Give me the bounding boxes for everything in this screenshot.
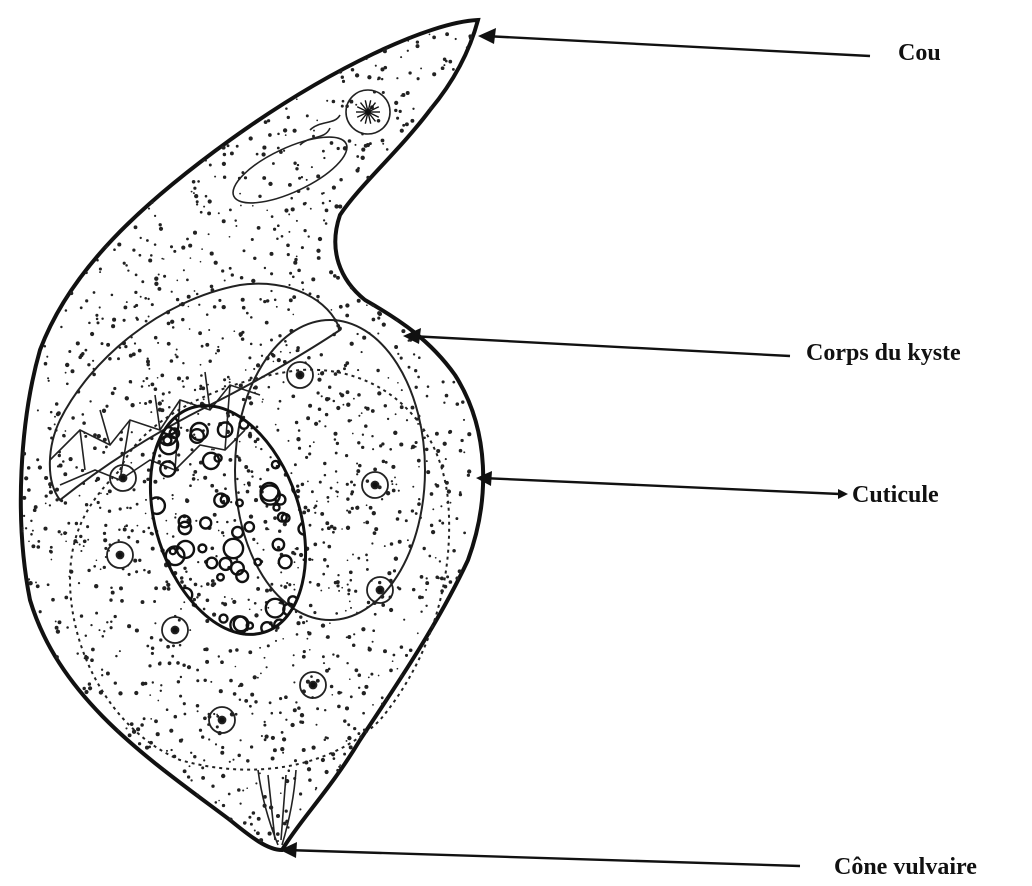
arrowhead-cuticule-tail bbox=[838, 489, 848, 499]
label-cuticule: Cuticule bbox=[852, 482, 939, 508]
label-cone-vulvaire: Cône vulvaire bbox=[834, 854, 977, 880]
label-cou: Cou bbox=[898, 40, 941, 66]
arrowhead-cou bbox=[478, 28, 496, 44]
label-corps-du-kyste: Corps du kyste bbox=[806, 340, 961, 366]
